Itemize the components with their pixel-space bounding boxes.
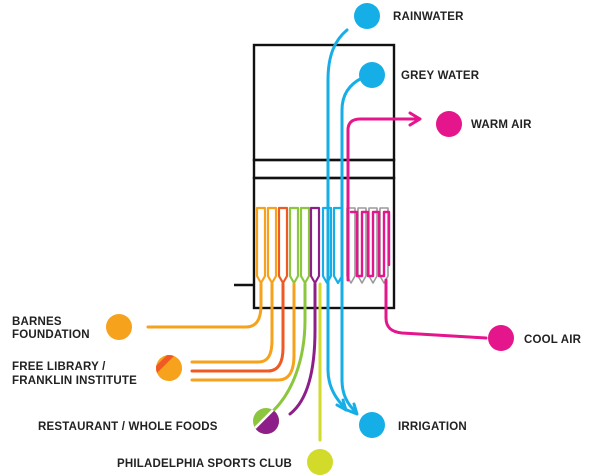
library-label-line1: FREE LIBRARY /: [12, 361, 106, 373]
middle-floor-band: [252, 158, 396, 180]
barnes-label-line1: BARNES: [12, 316, 62, 328]
irrigation-arrow-2: [345, 402, 359, 416]
barnes-line: [146, 282, 263, 329]
rainwater-label: RAINWATER: [393, 11, 464, 23]
exchanger-strip-orange-1: [255, 206, 267, 285]
barnes-node: [106, 314, 132, 340]
warm-air-arrowhead: [408, 111, 422, 127]
irrigation-label: IRRIGATION: [398, 421, 467, 433]
cool-air-label: COOL AIR: [524, 334, 582, 346]
restaurant-node: [253, 408, 279, 434]
barnes-label-line2: FOUNDATION: [12, 329, 90, 341]
exchanger-strip-orange-2: [266, 206, 278, 285]
cool-air-line: [384, 278, 488, 340]
rainwater-node: [354, 3, 380, 29]
irrigation-node: [359, 412, 385, 438]
grey-water-node: [359, 62, 385, 88]
exchanger-strip-green-2: [299, 206, 311, 285]
restaurant-label: RESTAURANT / WHOLE FOODS: [38, 421, 218, 433]
sports-club-label: PHILADELPHIA SPORTS CLUB: [117, 458, 292, 470]
warm-air-node: [436, 111, 462, 137]
library-node: [156, 355, 182, 381]
warm-air-label: WARM AIR: [471, 119, 532, 131]
grey-water-line: [340, 76, 364, 414]
labels: RAINWATER GREY WATER WARM AIR COOL AIR I…: [12, 11, 582, 470]
exchanger-strip-purple: [309, 206, 321, 285]
flow-lines: [146, 28, 488, 442]
library-line-1: [190, 282, 274, 364]
sports-club-node: [307, 449, 333, 475]
library-label-line2: FRANKLIN INSTITUTE: [12, 375, 137, 387]
cool-air-node: [488, 325, 514, 351]
exchanger-strip-green-1: [288, 206, 300, 285]
warm-air-line: [346, 117, 420, 282]
restaurant-line-purple: [288, 282, 317, 416]
lower-building-block: [252, 176, 396, 310]
grey-water-label: GREY WATER: [401, 70, 480, 82]
nodes: [106, 3, 514, 475]
library-line-3: [190, 282, 296, 382]
exchanger-strip-orange-red: [277, 206, 289, 285]
exchanger-coil: [349, 210, 391, 278]
restaurant-line: [272, 282, 307, 412]
building-outline: [234, 43, 396, 310]
rainwater-line: [326, 28, 349, 410]
library-line-2: [190, 282, 285, 373]
